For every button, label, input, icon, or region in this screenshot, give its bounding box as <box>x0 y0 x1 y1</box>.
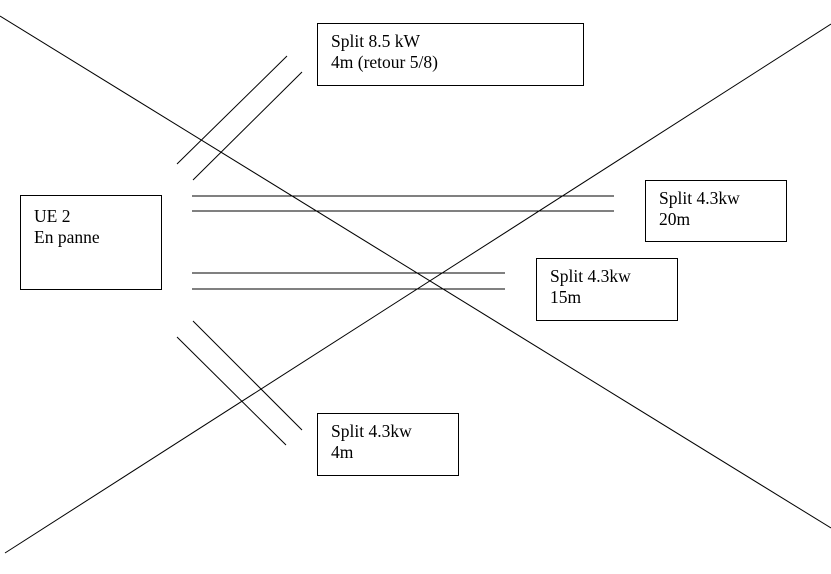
pipe-split-43-4m-a <box>192 320 303 431</box>
split-4-3-15m-label: Split 4.3kw <box>550 266 631 286</box>
unit-box-split-8-5: Split 8.5 kW 4m (retour 5/8) <box>317 23 584 86</box>
split-4-3-20m-length: 20m <box>659 209 691 229</box>
pipe-split-85-a <box>176 55 288 165</box>
split-4-3-4m-label: Split 4.3kw <box>331 421 412 441</box>
unit-box-split-4-3-4m: Split 4.3kw 4m <box>317 413 459 476</box>
pipe-split-43-4m-b <box>176 336 287 446</box>
split-8-5-label: Split 8.5 kW <box>331 31 420 51</box>
ue2-label: UE 2 <box>34 206 71 226</box>
split-4-3-4m-length: 4m <box>331 442 354 462</box>
cross-line-descending <box>0 15 831 529</box>
unit-box-split-4-3-15m: Split 4.3kw 15m <box>536 258 678 321</box>
split-8-5-length: 4m (retour 5/8) <box>331 52 438 72</box>
split-4-3-15m-length: 15m <box>550 287 582 307</box>
pipe-split-85-b <box>192 71 303 181</box>
ue2-status: En panne <box>34 227 100 247</box>
unit-box-ue2: UE 2 En panne <box>20 195 162 290</box>
split-4-3-20m-label: Split 4.3kw <box>659 188 740 208</box>
unit-box-split-4-3-20m: Split 4.3kw 20m <box>645 180 787 242</box>
